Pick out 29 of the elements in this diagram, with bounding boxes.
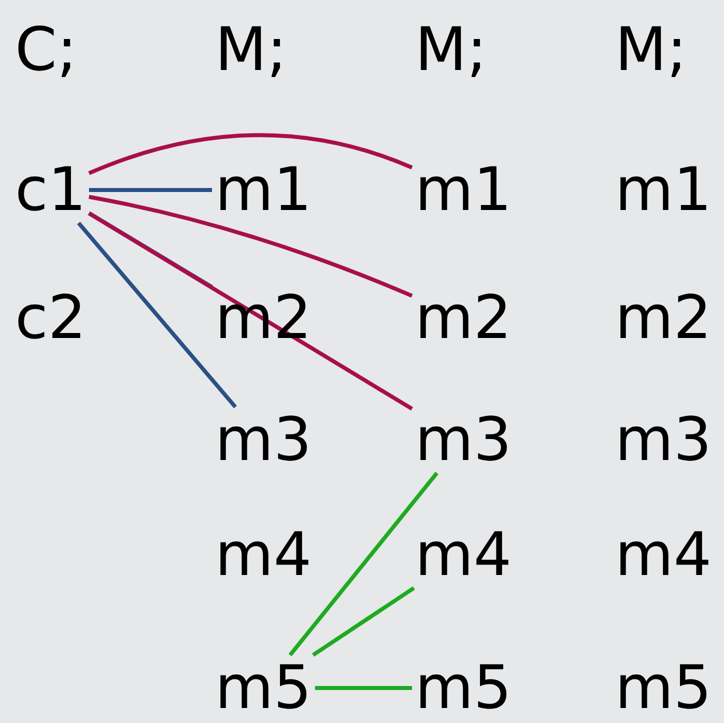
connector-line xyxy=(315,686,412,690)
connector-line xyxy=(88,133,413,176)
grid-label: m3 xyxy=(215,410,312,470)
grid-label: m3 xyxy=(615,410,712,470)
grid-label: m1 xyxy=(415,160,512,220)
grid-label: C; xyxy=(15,20,78,80)
connector-line xyxy=(88,212,414,411)
grid-label: m5 xyxy=(415,658,512,718)
connector-line xyxy=(312,586,415,657)
connector-line xyxy=(88,194,413,298)
grid-label: m5 xyxy=(215,658,312,718)
grid-label: M; xyxy=(415,20,487,80)
grid-label: m3 xyxy=(415,410,512,470)
connector-line xyxy=(77,222,237,408)
grid-label: M; xyxy=(615,20,687,80)
connector-line xyxy=(89,188,212,192)
connector-line xyxy=(288,472,438,656)
grid-label: c2 xyxy=(15,288,86,348)
grid-label: m1 xyxy=(215,160,312,220)
grid-label: m1 xyxy=(615,160,712,220)
grid-label: m2 xyxy=(615,288,712,348)
grid-label: m4 xyxy=(415,525,512,585)
grid-label: m4 xyxy=(615,525,712,585)
grid-label: c1 xyxy=(15,160,86,220)
grid-label: m5 xyxy=(615,658,712,718)
grid-label: M; xyxy=(215,20,287,80)
connector-line xyxy=(88,211,214,289)
grid-label: m2 xyxy=(415,288,512,348)
grid-label: m4 xyxy=(215,525,312,585)
